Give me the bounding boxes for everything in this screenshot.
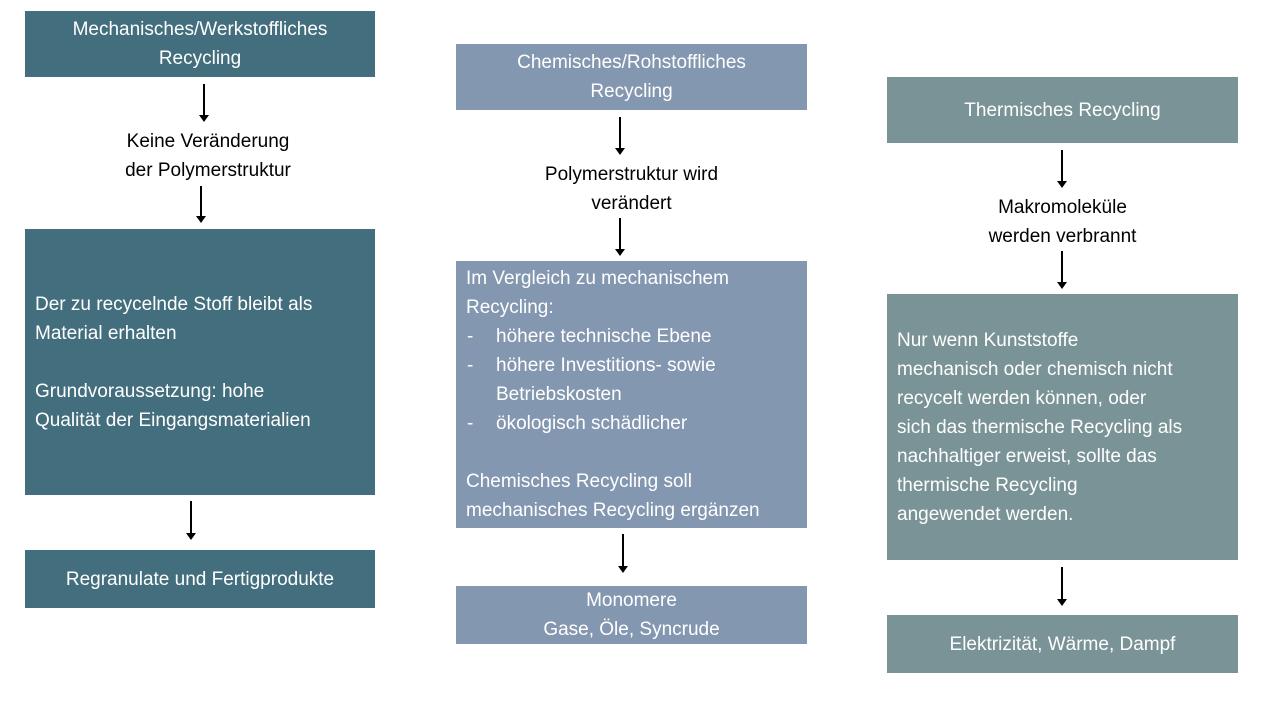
thermal-recycling-heading: Thermisches Recycling bbox=[887, 77, 1238, 143]
mechanical-recycling-heading: Mechanisches/Werkstoffliches Recycling bbox=[25, 11, 375, 77]
thermal-recycling-output: Elektrizität, Wärme, Dampf bbox=[887, 615, 1238, 673]
arrow-down-icon bbox=[195, 186, 207, 223]
arrow-down-icon bbox=[198, 84, 210, 122]
arrow-down-icon bbox=[1056, 251, 1068, 289]
chemical-recycling-details: Im Vergleich zu mechanischem Recycling: … bbox=[456, 261, 807, 528]
mechanical-recycling-details: Der zu recycelnde Stoff bleibt als Mater… bbox=[25, 229, 375, 495]
arrow-down-icon bbox=[1056, 567, 1068, 606]
arrow-down-icon bbox=[185, 501, 197, 540]
thermal-recycling-details: Nur wenn Kunststoffe mechanisch oder che… bbox=[887, 294, 1238, 560]
arrow-down-icon bbox=[1056, 150, 1068, 188]
list-item: höhere technische Ebene bbox=[466, 322, 797, 351]
chemical-recycling-comparison-list: höhere technische Ebene höhere Investiti… bbox=[466, 322, 797, 438]
chemical-recycling-heading: Chemisches/Rohstoffliches Recycling bbox=[456, 44, 807, 110]
arrow-down-icon bbox=[614, 218, 626, 256]
thermal-recycling-step: Makromoleküle werden verbrannt bbox=[988, 197, 1137, 247]
mechanical-recycling-output: Regranulate und Fertigprodukte bbox=[25, 550, 375, 608]
arrow-down-icon bbox=[617, 534, 629, 573]
mechanical-recycling-step: Keine Veränderung der Polymerstruktur bbox=[125, 131, 291, 181]
list-item: höhere Investitions- sowie Betriebskoste… bbox=[466, 351, 766, 409]
list-item: ökologisch schädlicher bbox=[466, 409, 797, 438]
chemical-recycling-output: Monomere Gase, Öle, Syncrude bbox=[456, 586, 807, 644]
chemical-recycling-step: Polymerstruktur wird verändert bbox=[544, 164, 719, 214]
arrow-down-icon bbox=[614, 117, 626, 155]
